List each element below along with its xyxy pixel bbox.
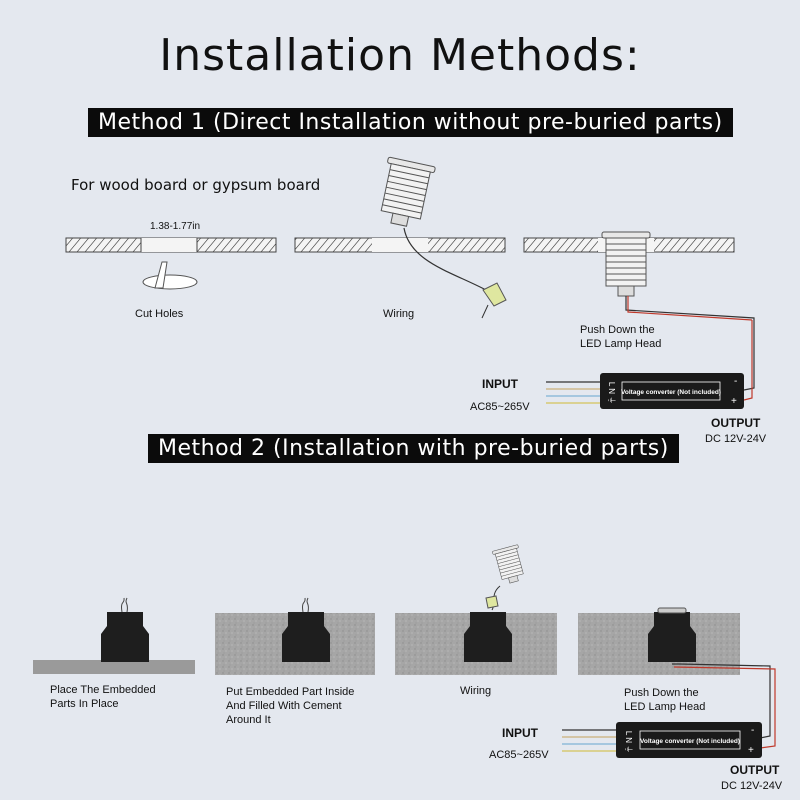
page-title: Installation Methods: (159, 30, 641, 81)
board-wiring (294, 156, 507, 319)
step-wiring-label: Wiring (383, 308, 415, 320)
board-push-down (523, 231, 755, 401)
m1-output-value: DC 12V-24V (705, 433, 767, 445)
svg-text:Voltage converter (Not include: Voltage converter (Not included) (621, 389, 721, 396)
m2-input-label: INPUT (502, 726, 538, 740)
method1-heading: Method 1 (Direct Installation without pr… (88, 108, 733, 137)
m1-input-value: AC85~265V (470, 401, 530, 413)
svg-text:+: + (748, 745, 754, 756)
method2-heading: Method 2 (Installation with pre-buried p… (148, 434, 679, 463)
m2-step-cement-label: Put Embedded Part Inside And Filled With… (226, 686, 355, 726)
board-cut-holes (65, 237, 277, 290)
m2-output-label: OUTPUT (730, 763, 780, 777)
m2-step-push-label: Push Down the LED Lamp Head (624, 687, 706, 713)
svg-text:Voltage converter (Not include: Voltage converter (Not included) (640, 738, 740, 745)
svg-text:L N ⏚: L N ⏚ (607, 382, 616, 404)
svg-text:L N ⏚: L N ⏚ (624, 731, 633, 753)
m1-converter: Voltage converter (Not included) L N ⏚ -… (546, 373, 744, 409)
m2-output-value: DC 12V-24V (721, 780, 783, 792)
hole-size-label: 1.38-1.77in (150, 221, 201, 232)
m2-converter: Voltage converter (Not included) L N ⏚ -… (562, 722, 762, 758)
m2-step-wiring-label: Wiring (460, 685, 492, 697)
m2-step-place-label: Place The Embedded Parts In Place (50, 684, 156, 710)
m2-ground-place (33, 597, 195, 674)
m1-output-label: OUTPUT (711, 416, 761, 430)
m2-ground-wiring (395, 544, 557, 675)
svg-text:-: - (734, 376, 737, 387)
m2-ground-cement (215, 597, 375, 675)
m2-input-value: AC85~265V (489, 749, 549, 761)
method1-subheading: For wood board or gypsum board (71, 176, 321, 194)
svg-text:-: - (751, 725, 754, 736)
m1-input-label: INPUT (482, 377, 518, 391)
step-cut-holes-label: Cut Holes (135, 308, 184, 320)
svg-text:+: + (731, 396, 737, 407)
m2-ground-push (578, 607, 776, 749)
step-push-down-label: Push Down the LED Lamp Head (580, 324, 662, 350)
